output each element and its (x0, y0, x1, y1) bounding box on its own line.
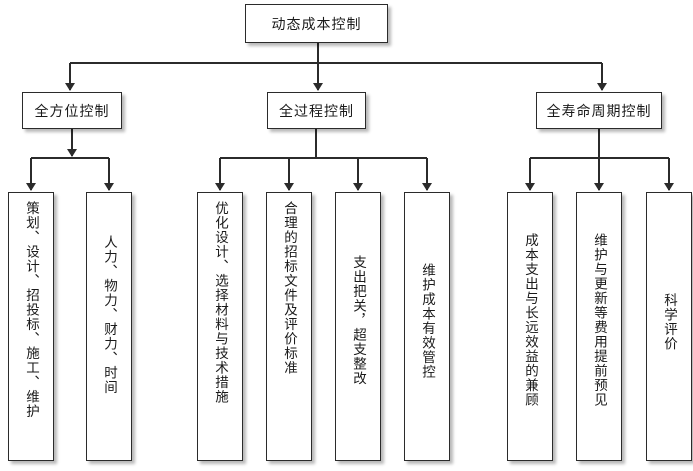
branch-label: 全寿命周期控制 (546, 103, 652, 120)
leaf-node: 优化设计、选择材料与技术措施 (197, 192, 243, 461)
root-node: 动态成本控制 (245, 4, 388, 43)
leaf-label: 支出把关，超支整改 (350, 255, 366, 386)
branch-full-process: 全过程控制 (267, 92, 366, 129)
root-label: 动态成本控制 (271, 16, 362, 33)
leaf-label: 合理的招标文件及评价标准 (281, 201, 297, 375)
leaf-label: 维护与更新等费用提前预见 (591, 233, 607, 407)
leaf-node: 合理的招标文件及评价标准 (266, 192, 312, 461)
leaf-label: 人力、物力、财力、时间 (101, 235, 117, 395)
leaf-label: 成本支出与长远效益的兼顾 (522, 233, 538, 407)
branch-label: 全过程控制 (279, 103, 354, 120)
leaf-node: 维护与更新等费用提前预见 (576, 192, 622, 461)
leaf-label: 科学评价 (661, 293, 677, 351)
leaf-node: 支出把关，超支整改 (335, 192, 381, 461)
leaf-node: 科学评价 (646, 192, 692, 461)
leaf-node: 人力、物力、财力、时间 (86, 192, 132, 461)
leaf-node: 策划、设计、招投标、施工、维护 (8, 192, 54, 461)
leaf-node: 成本支出与长远效益的兼顾 (507, 192, 553, 461)
leaf-label: 维护成本有效管控 (419, 263, 435, 379)
leaf-label: 优化设计、选择材料与技术措施 (212, 201, 228, 404)
branch-full-scope: 全方位控制 (22, 92, 122, 129)
branch-full-lifecycle: 全寿命周期控制 (536, 92, 662, 129)
leaf-node: 维护成本有效管控 (404, 192, 450, 461)
leaf-label: 策划、设计、招投标、施工、维护 (23, 201, 39, 419)
branch-label: 全方位控制 (34, 103, 110, 120)
